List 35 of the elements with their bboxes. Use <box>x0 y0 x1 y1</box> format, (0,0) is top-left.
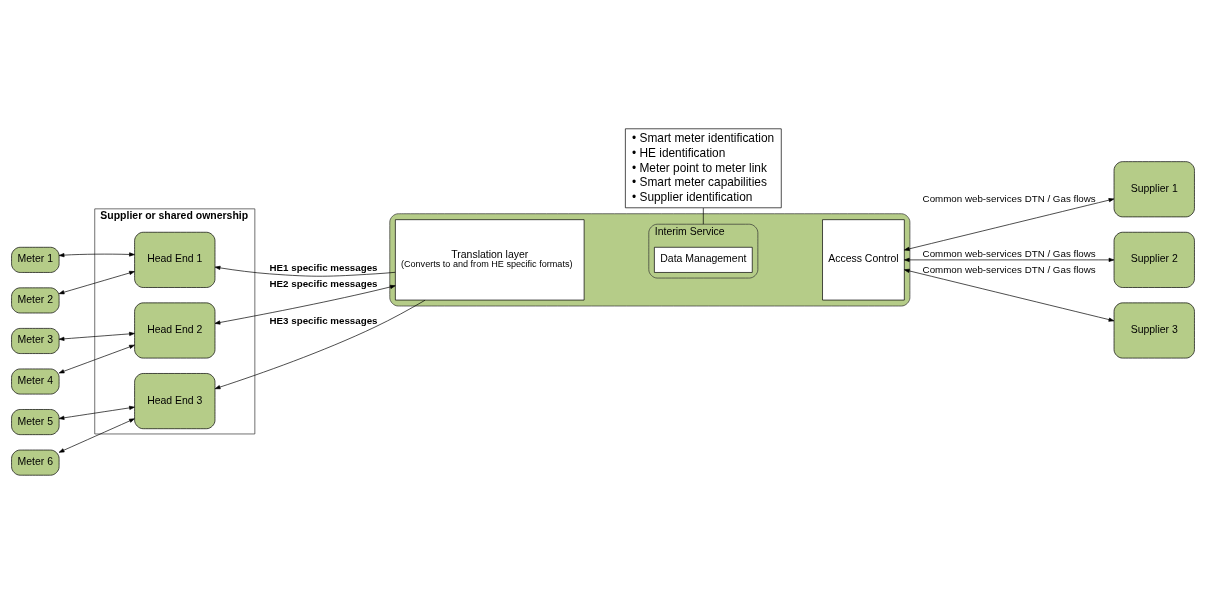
node-box: Supplier 3 <box>1113 302 1195 359</box>
node-box: Supplier 2 <box>1113 231 1195 288</box>
arrow <box>58 344 135 374</box>
arrow <box>904 268 1115 322</box>
arrow <box>58 270 135 295</box>
arrow <box>904 198 1115 251</box>
node-box: Meter 6 <box>11 449 60 476</box>
arrow <box>214 299 426 390</box>
node-box: Meter 3 <box>11 328 60 354</box>
edge-label: Common web-services DTN / Gas flows <box>922 263 1096 275</box>
edge-label: HE2 specific messages <box>269 278 378 290</box>
node-box: Access Control <box>822 219 905 301</box>
arrow <box>214 265 396 277</box>
node-box: Head End 3 <box>134 373 216 430</box>
node-box: Head End 1 <box>134 231 216 288</box>
node-box: Translation layer (Converts to and from HE specific formats) <box>395 219 585 301</box>
node-box: • Smart meter identification • HE identification • Meter point to meter link • Smart meter capabilities • Supplier identification <box>625 128 782 209</box>
node-box: Meter 1 <box>11 246 60 273</box>
node-box: Meter 2 <box>11 287 60 314</box>
arrow <box>904 257 1115 262</box>
edge-label: HE1 specific messages <box>269 261 378 273</box>
node-box: Meter 4 <box>11 368 60 395</box>
arrow <box>58 405 135 420</box>
connector <box>702 207 704 225</box>
node-box: Head End 2 <box>134 302 216 359</box>
node-box: Meter 5 <box>11 409 60 435</box>
arrow <box>214 284 396 325</box>
arrow <box>58 331 135 341</box>
node-box: Supplier 1 <box>1113 161 1195 218</box>
arrow <box>58 418 135 453</box>
edge-label: Common web-services DTN / Gas flows <box>922 192 1096 204</box>
node-box: Data Management <box>654 246 753 273</box>
edge-label: HE3 specific messages <box>269 314 378 326</box>
arrow <box>58 252 135 258</box>
edge-label: Common web-services DTN / Gas flows <box>922 248 1096 260</box>
